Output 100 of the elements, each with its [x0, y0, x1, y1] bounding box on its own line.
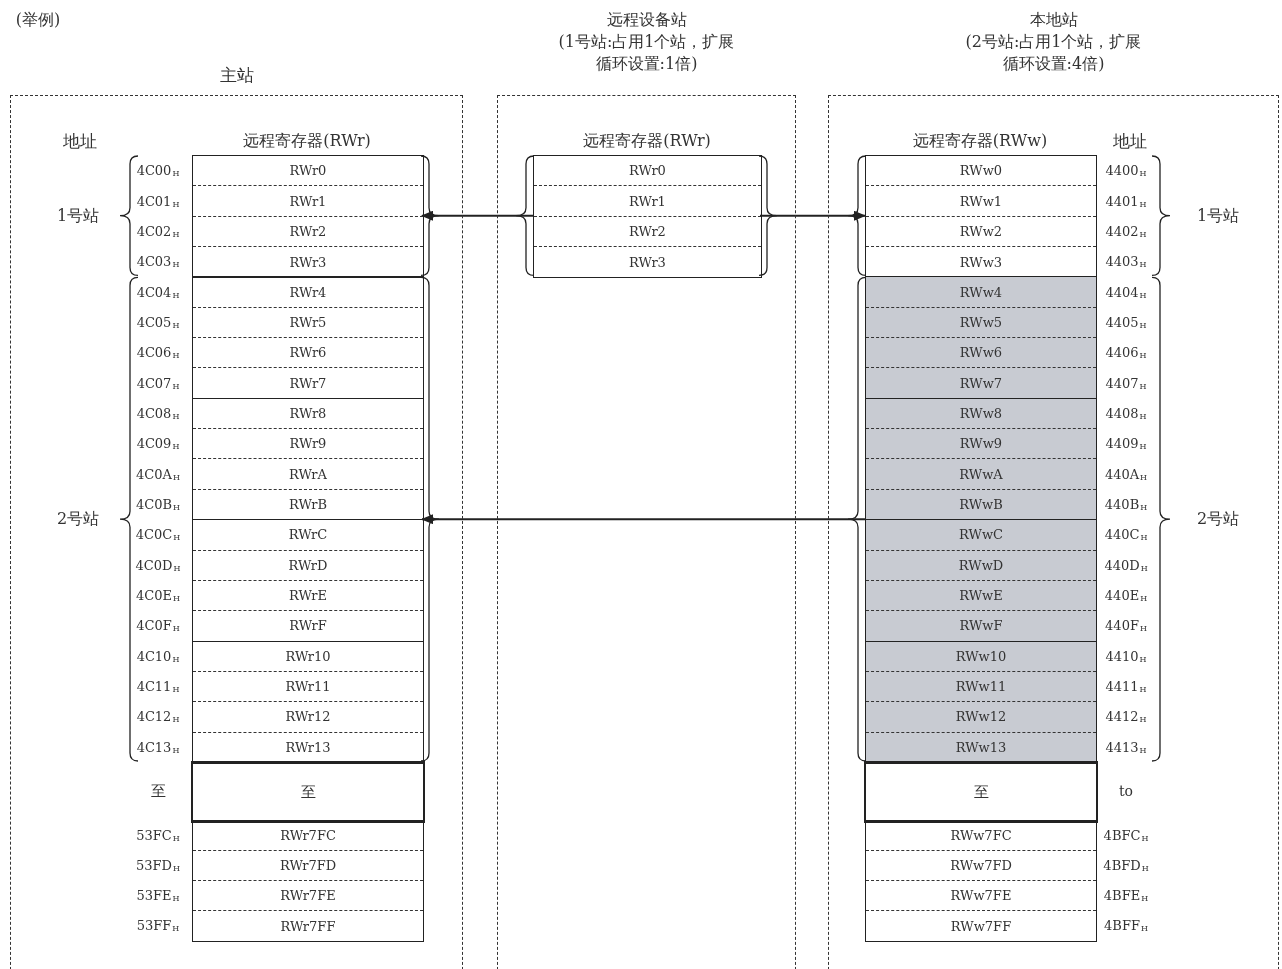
register-cell: RWwC — [866, 520, 1096, 551]
address-label: 4404$_{H}$ — [1105, 284, 1147, 300]
register-cell: RWw5 — [866, 307, 1096, 339]
register-cell: RWr0 — [193, 156, 423, 187]
address-label: 53FD$_{H}$ — [136, 857, 180, 873]
station-label: 1号站 — [56, 205, 100, 227]
column-header: 地址 — [63, 129, 97, 153]
register-cell: RWr7FD — [193, 851, 423, 881]
register-cell: RWwA — [866, 459, 1096, 490]
register-cell: RWrB — [193, 489, 423, 521]
address-label: 4400$_{H}$ — [1105, 162, 1147, 178]
range-label: 至 — [150, 781, 166, 801]
register-cell: RWr7FC — [193, 821, 423, 851]
address-label: 4409$_{H}$ — [1105, 435, 1147, 451]
register-cell: RWw1 — [866, 186, 1096, 217]
address-label: 440E$_{H}$ — [1104, 587, 1148, 603]
register-cell: RWr7FE — [193, 881, 423, 911]
register-cell: RWrC — [193, 520, 423, 551]
address-label: 4405$_{H}$ — [1105, 314, 1147, 330]
register-cell: RWr0 — [534, 156, 761, 187]
column-header: 远程寄存器(RWr) — [243, 130, 371, 152]
register-cell: RWr1 — [193, 186, 423, 217]
panel-title: 远程设备站 — [605, 9, 688, 31]
register-block — [866, 821, 1096, 941]
register-cell: RWw10 — [866, 641, 1096, 672]
register-cell: RWr12 — [193, 702, 423, 733]
address-label: 4C0B$_{H}$ — [136, 496, 180, 512]
arrow — [759, 210, 866, 221]
panel-subtitle: (1号站:占用1个站，扩展循环设置:1倍) — [557, 31, 736, 75]
register-cell: RWw6 — [866, 338, 1096, 369]
register-cell: RWwD — [866, 550, 1096, 581]
address-label: 53FC$_{H}$ — [136, 827, 180, 843]
register-cell: RWw9 — [866, 429, 1096, 460]
address-label: 4C06$_{H}$ — [136, 344, 180, 360]
address-label: 4C10$_{H}$ — [136, 648, 180, 664]
address-label: 440D$_{H}$ — [1104, 557, 1148, 573]
address-label: 4C12$_{H}$ — [136, 708, 180, 724]
register-cell: RWr1 — [534, 186, 761, 217]
address-label: 440B$_{H}$ — [1104, 496, 1148, 512]
address-label: 4BFF$_{H}$ — [1104, 917, 1148, 933]
register-cell: RWw8 — [866, 398, 1096, 430]
address-label: 4C01$_{H}$ — [136, 193, 180, 208]
station-label: 2号站 — [56, 508, 100, 530]
column-header: 地址 — [1113, 129, 1147, 153]
register-cell: RWw4 — [866, 277, 1096, 308]
address-label: 4C0F$_{H}$ — [136, 617, 180, 633]
register-block — [534, 156, 761, 278]
register-cell: RWw13 — [866, 732, 1096, 763]
address-label: 4411$_{H}$ — [1105, 678, 1147, 694]
address-label: 4401$_{H}$ — [1105, 193, 1147, 208]
register-block — [866, 277, 1096, 763]
address-label: 4C11$_{H}$ — [136, 678, 180, 694]
range-cell: 至 — [193, 763, 423, 821]
range-cell: 至 — [866, 763, 1096, 821]
address-label: 4C09$_{H}$ — [136, 435, 180, 451]
address-label: 4406$_{H}$ — [1105, 344, 1147, 360]
register-cell: RWw0 — [866, 156, 1096, 187]
address-label: 4410$_{H}$ — [1105, 648, 1147, 664]
register-cell: RWrA — [193, 459, 423, 490]
register-cell: RWw12 — [866, 702, 1096, 733]
address-label: 4C05$_{H}$ — [136, 314, 180, 330]
column-header: 远程寄存器(RWr) — [583, 130, 711, 152]
register-cell: RWw7FE — [866, 881, 1096, 911]
address-label: 4403$_{H}$ — [1105, 253, 1147, 269]
register-cell: RWw7FC — [866, 821, 1096, 851]
register-cell: RWw7FD — [866, 851, 1096, 881]
arrow — [421, 210, 534, 221]
address-label: 4C0D$_{H}$ — [135, 557, 181, 573]
address-label: 440F$_{H}$ — [1105, 617, 1147, 633]
register-cell: RWrD — [193, 550, 423, 581]
range-label: to — [1118, 783, 1134, 799]
address-label: 4BFD$_{H}$ — [1103, 857, 1149, 873]
register-cell: RWw11 — [866, 671, 1096, 703]
address-label: 4408$_{H}$ — [1105, 405, 1147, 421]
register-cell: RWr5 — [193, 307, 423, 339]
register-cell: RWr8 — [193, 398, 423, 430]
station-label: 2号站 — [1196, 508, 1240, 530]
address-label: 4412$_{H}$ — [1105, 708, 1147, 724]
register-cell: RWr10 — [193, 641, 423, 672]
panel-subtitle: (2号站:占用1个站，扩展循环设置:4倍) — [964, 31, 1143, 75]
register-cell: RWw2 — [866, 216, 1096, 248]
register-cell: RWr2 — [193, 216, 423, 248]
address-label: 4C0E$_{H}$ — [136, 587, 180, 603]
address-label: 4C0C$_{H}$ — [135, 526, 181, 542]
address-label: 4C07$_{H}$ — [136, 375, 180, 391]
register-cell: RWr9 — [193, 429, 423, 460]
register-block — [193, 277, 423, 763]
address-label: 4C0A$_{H}$ — [136, 466, 180, 482]
register-cell: RWr7 — [193, 368, 423, 399]
register-cell: RWr4 — [193, 277, 423, 308]
address-label: 440A$_{H}$ — [1104, 466, 1148, 482]
register-cell: RWr3 — [193, 247, 423, 278]
panel-title: 主站 — [218, 64, 255, 87]
register-cell: RWw3 — [866, 247, 1096, 278]
address-label: 4C08$_{H}$ — [136, 405, 180, 421]
address-label: 4C00$_{H}$ — [136, 162, 180, 178]
register-cell: RWw7 — [866, 368, 1096, 399]
address-label: 4C13$_{H}$ — [136, 739, 180, 755]
register-block — [193, 821, 423, 941]
address-label: 4C03$_{H}$ — [136, 253, 180, 269]
